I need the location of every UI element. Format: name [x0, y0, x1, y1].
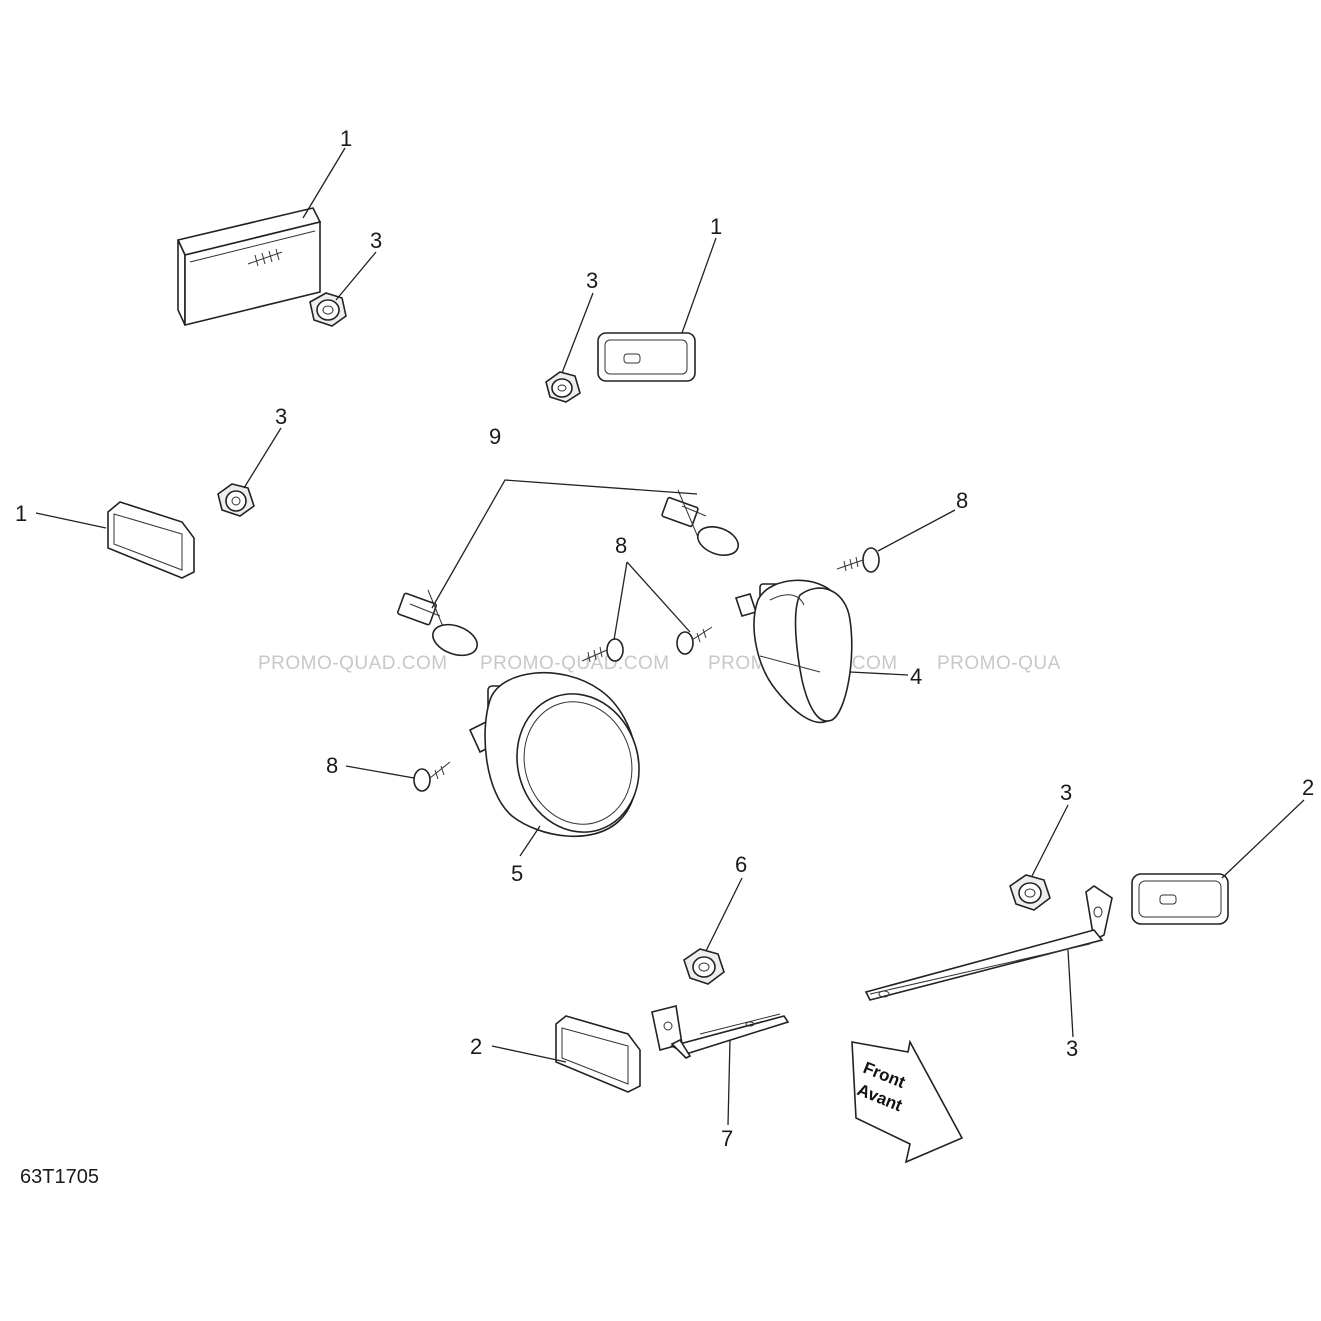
callout-8: 8: [326, 753, 338, 778]
mounting-bracket-long: [864, 885, 1113, 1001]
flange-nut: [217, 483, 255, 517]
reflector-plate-large: [176, 207, 322, 327]
callout-3: 3: [586, 268, 598, 293]
screw: [413, 761, 451, 792]
callout-9: 9: [489, 424, 501, 449]
diagram-reference-code: 63T1705: [20, 1166, 99, 1188]
callout-7: 7: [721, 1126, 733, 1151]
callout-8: 8: [615, 533, 627, 558]
callout-3: 3: [370, 228, 382, 253]
flange-nut: [683, 948, 725, 985]
threaded-stud: [247, 248, 283, 267]
reflector-small: [597, 332, 696, 382]
screw: [581, 638, 624, 663]
callout-1: 1: [15, 501, 27, 526]
reflector-small: [555, 1015, 641, 1093]
watermark: PROMO-QUAD.COM: [258, 653, 448, 674]
callout-8: 8: [956, 488, 968, 513]
screw: [836, 547, 880, 573]
callout-4: 4: [910, 664, 922, 689]
screw: [676, 626, 713, 655]
callout-1: 1: [710, 214, 722, 239]
reflector-small: [107, 501, 195, 579]
callout-5: 5: [511, 861, 523, 886]
headlight-right: [734, 579, 853, 724]
callout-2: 2: [470, 1034, 482, 1059]
mounting-bracket-short: [651, 1005, 790, 1059]
flange-nut: [1009, 874, 1051, 911]
reflector-small: [1131, 873, 1229, 925]
callout-3: 6: [735, 852, 747, 877]
callout-2: 2: [1302, 775, 1314, 800]
bulb: [397, 589, 478, 657]
callout-3: 3: [275, 404, 287, 429]
callout-3: 3: [1060, 780, 1072, 805]
front-direction-arrow: Front Avant: [851, 1039, 964, 1164]
flange-nut: [309, 292, 347, 327]
flange-nut: [545, 371, 581, 403]
headlight-left: [468, 671, 640, 838]
watermark: PROMO-QUA: [937, 653, 1061, 674]
callout-1: 1: [340, 126, 352, 151]
watermark-row: PROMO-QUAD.COM PROMO-QUAD.COM PROMO-QUAD…: [258, 653, 1061, 674]
bulb: [661, 489, 740, 556]
watermark: PROMO-QUAD.COM: [480, 653, 670, 674]
callout-6: 3: [1066, 1036, 1078, 1061]
